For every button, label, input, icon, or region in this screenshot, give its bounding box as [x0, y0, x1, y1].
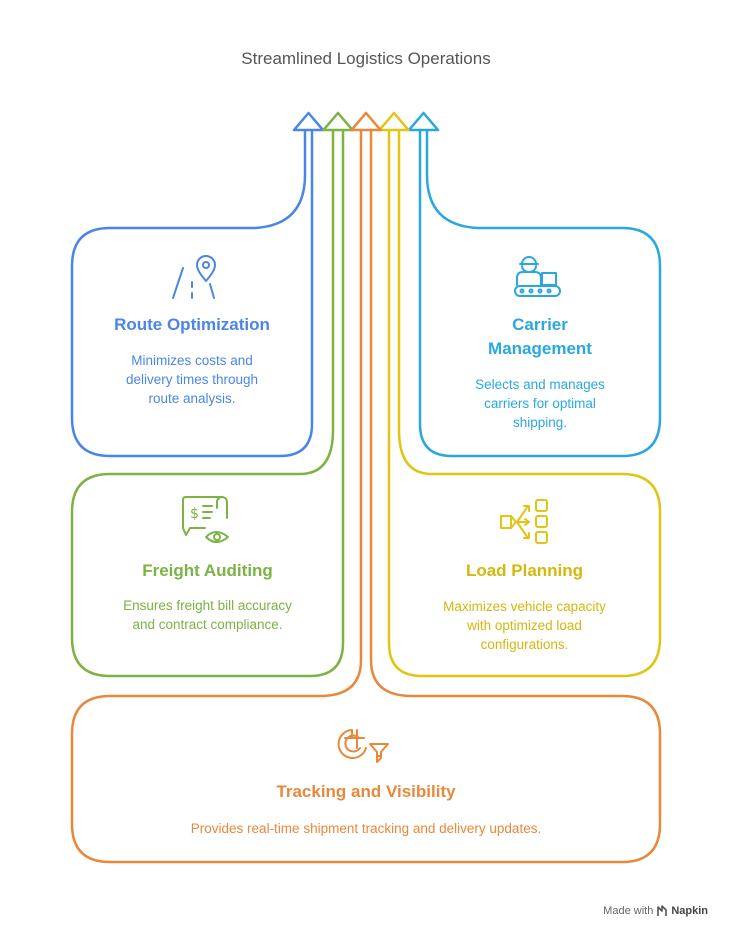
tracking-heading: Tracking and Visibility — [276, 782, 456, 801]
load-description-line: with optimized load — [467, 618, 582, 633]
load-description-line: Maximizes vehicle capacity — [443, 599, 606, 614]
load-arrow-head — [378, 111, 410, 132]
route-optimization-box — [70, 130, 314, 458]
freight-arrow-head — [322, 111, 354, 132]
carrier-heading-line: Management — [488, 339, 592, 358]
freight-description: Ensures freight bill accuracy and contra… — [72, 596, 343, 634]
tracking-visibility-box — [70, 130, 662, 864]
freight-description-line: and contract compliance. — [132, 617, 283, 632]
tracking-arrow-head — [350, 111, 382, 132]
route-description-line: delivery times through — [125, 372, 259, 387]
made-with-napkin-footer: Made with Napkin — [603, 905, 708, 917]
distribution-flow-icon — [500, 499, 548, 544]
carrier-description-line: carriers for optimal — [484, 396, 596, 411]
route-description-line: route analysis. — [148, 391, 236, 406]
road-map-pin-icon — [172, 255, 216, 299]
tracking-description-line: Provides real-time shipment tracking and… — [190, 821, 542, 836]
carrier-heading: Carrier Management — [420, 313, 660, 361]
route-description: Minimizes costs and delivery times throu… — [72, 351, 312, 408]
carrier-description-line: shipping. — [512, 415, 568, 430]
route-arrow-head — [292, 111, 325, 132]
made-with-label: Made with — [603, 905, 654, 917]
worker-conveyor-icon — [514, 256, 561, 297]
napkin-brand-label: Napkin — [671, 905, 708, 917]
freight-description-line: Ensures freight bill accuracy — [123, 598, 292, 613]
route-heading: Route Optimization — [114, 315, 270, 334]
load-description-line: configurations. — [480, 637, 569, 652]
tracking-description: Provides real-time shipment tracking and… — [72, 819, 660, 838]
load-description: Maximizes vehicle capacity with optimize… — [389, 597, 660, 654]
carrier-arrow-head — [407, 111, 440, 132]
diagram-title: Streamlined Logistics Operations — [241, 49, 491, 68]
carrier-description: Selects and manages carriers for optimal… — [420, 375, 660, 432]
radar-funnel-icon — [337, 729, 389, 763]
napkin-logo-icon — [657, 905, 668, 916]
route-description-line: Minimizes costs and — [131, 353, 253, 368]
freight-auditing-box — [70, 130, 345, 678]
carrier-description-line: Selects and manages — [475, 377, 605, 392]
carrier-heading-line: Carrier — [512, 315, 568, 334]
receipt-eye-icon: $ — [182, 496, 229, 543]
carrier-management-box — [418, 130, 662, 458]
load-heading: Load Planning — [465, 561, 584, 580]
load-planning-box — [387, 130, 662, 678]
svg-text:$: $ — [190, 506, 199, 522]
freight-heading: Freight Auditing — [142, 561, 273, 580]
